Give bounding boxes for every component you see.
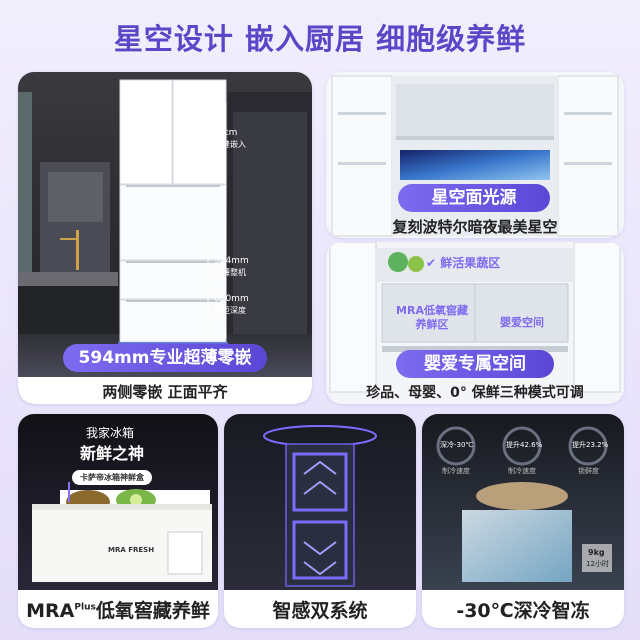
gauge-3-note: 锁鲜度 [578,467,599,475]
card-zero-embed: 0cm 无缝嵌入 594mm 超薄整机 600mm 橱柜深度 594mm专业超薄… [18,72,312,404]
baby-space-pill: 婴爱专属空间 [396,350,554,378]
dimension-top-note: 无缝嵌入 [214,140,246,149]
calligraphy-line-2: 新鲜之神 [80,444,145,463]
starry-light-subtitle: 复刻波特尔暗夜最美星空 [392,218,558,236]
gauge-1-label: 深冷-30℃ [440,441,474,449]
drawer-brand-label: MRA FRESH [108,546,155,554]
baby-space-subtitle: 珍品、母婴、0° 保鲜三种模式可调 [366,385,584,401]
headline: 星空设计 嵌入厨居 细胞级养鲜 [113,22,527,56]
mra-title-rest: 低氧窖藏养鲜 [95,600,210,622]
dimension-width-value: 594mm [214,256,249,266]
zero-embed-pill: 594mm专业超薄零嵌 [63,344,267,372]
card-starry-light: 星空面光源 复刻波特尔暗夜最美星空 [326,72,624,238]
dual-system-image [224,414,416,590]
card-deep-freeze: 深冷-30℃ 制冷速度 提升42.6% 制冷速度 提升23.2% 锁鲜度 9kg… [422,414,624,628]
baby-zone-tag: 婴爱空间 [500,316,544,329]
mra-title-sup: Plus [74,602,96,613]
mra-zone-tag: MRA低氧窖藏养鲜区 [396,304,468,331]
dimension-top-value: 0cm [218,128,238,138]
mra-title: MRAPlus低氧窖藏养鲜 [18,596,218,623]
card-dual-system: 智感双系统 [224,414,416,628]
dimension-width-note: 超薄整机 [214,268,246,277]
check-shield-icon: ✔ [426,256,441,270]
card-mra: 我家冰箱 新鲜之神 卡萨帝冰箱神鲜盒 MRA FRESH MRAPlus低氧窖藏… [18,414,218,628]
gauge-3-label: 提升23.2% [572,441,609,449]
weight-note: 12小时 [586,560,609,568]
fruit-veg-zone-label: 鲜活果蔬区 [440,256,501,270]
mra-banner: 卡萨帝冰箱神鲜盒 [72,470,152,485]
fridge-top-image [326,72,624,238]
gauge-2-label: 提升42.6% [506,441,543,449]
card-baby-space: ✔ 鲜活果蔬区 MRA低氧窖藏养鲜区 婴爱空间 婴爱专属空间 珍品、母婴、0° … [326,242,624,404]
starry-light-pill: 星空面光源 [398,184,550,212]
calligraphy-line-1: 我家冰箱 [86,426,135,440]
dual-system-title: 智感双系统 [272,600,368,622]
deep-freeze-image [422,414,624,590]
fruit-veg-zone-tag: ✔ 鲜活果蔬区 [426,254,500,271]
zero-embed-subtitle: 两侧零嵌 正面平齐 [18,377,312,404]
deep-freeze-title: -30℃深冷智冻 [456,600,590,622]
weight-value: 9kg [588,548,605,557]
gauge-1-note: 制冷速度 [442,467,470,475]
mra-title-main: MRA [26,600,75,622]
gauge-2-note: 制冷速度 [508,467,536,475]
mra-drawer-image [18,414,218,590]
dimension-depth-value: 600mm [214,294,249,304]
dimension-depth-note: 橱柜深度 [214,306,246,315]
